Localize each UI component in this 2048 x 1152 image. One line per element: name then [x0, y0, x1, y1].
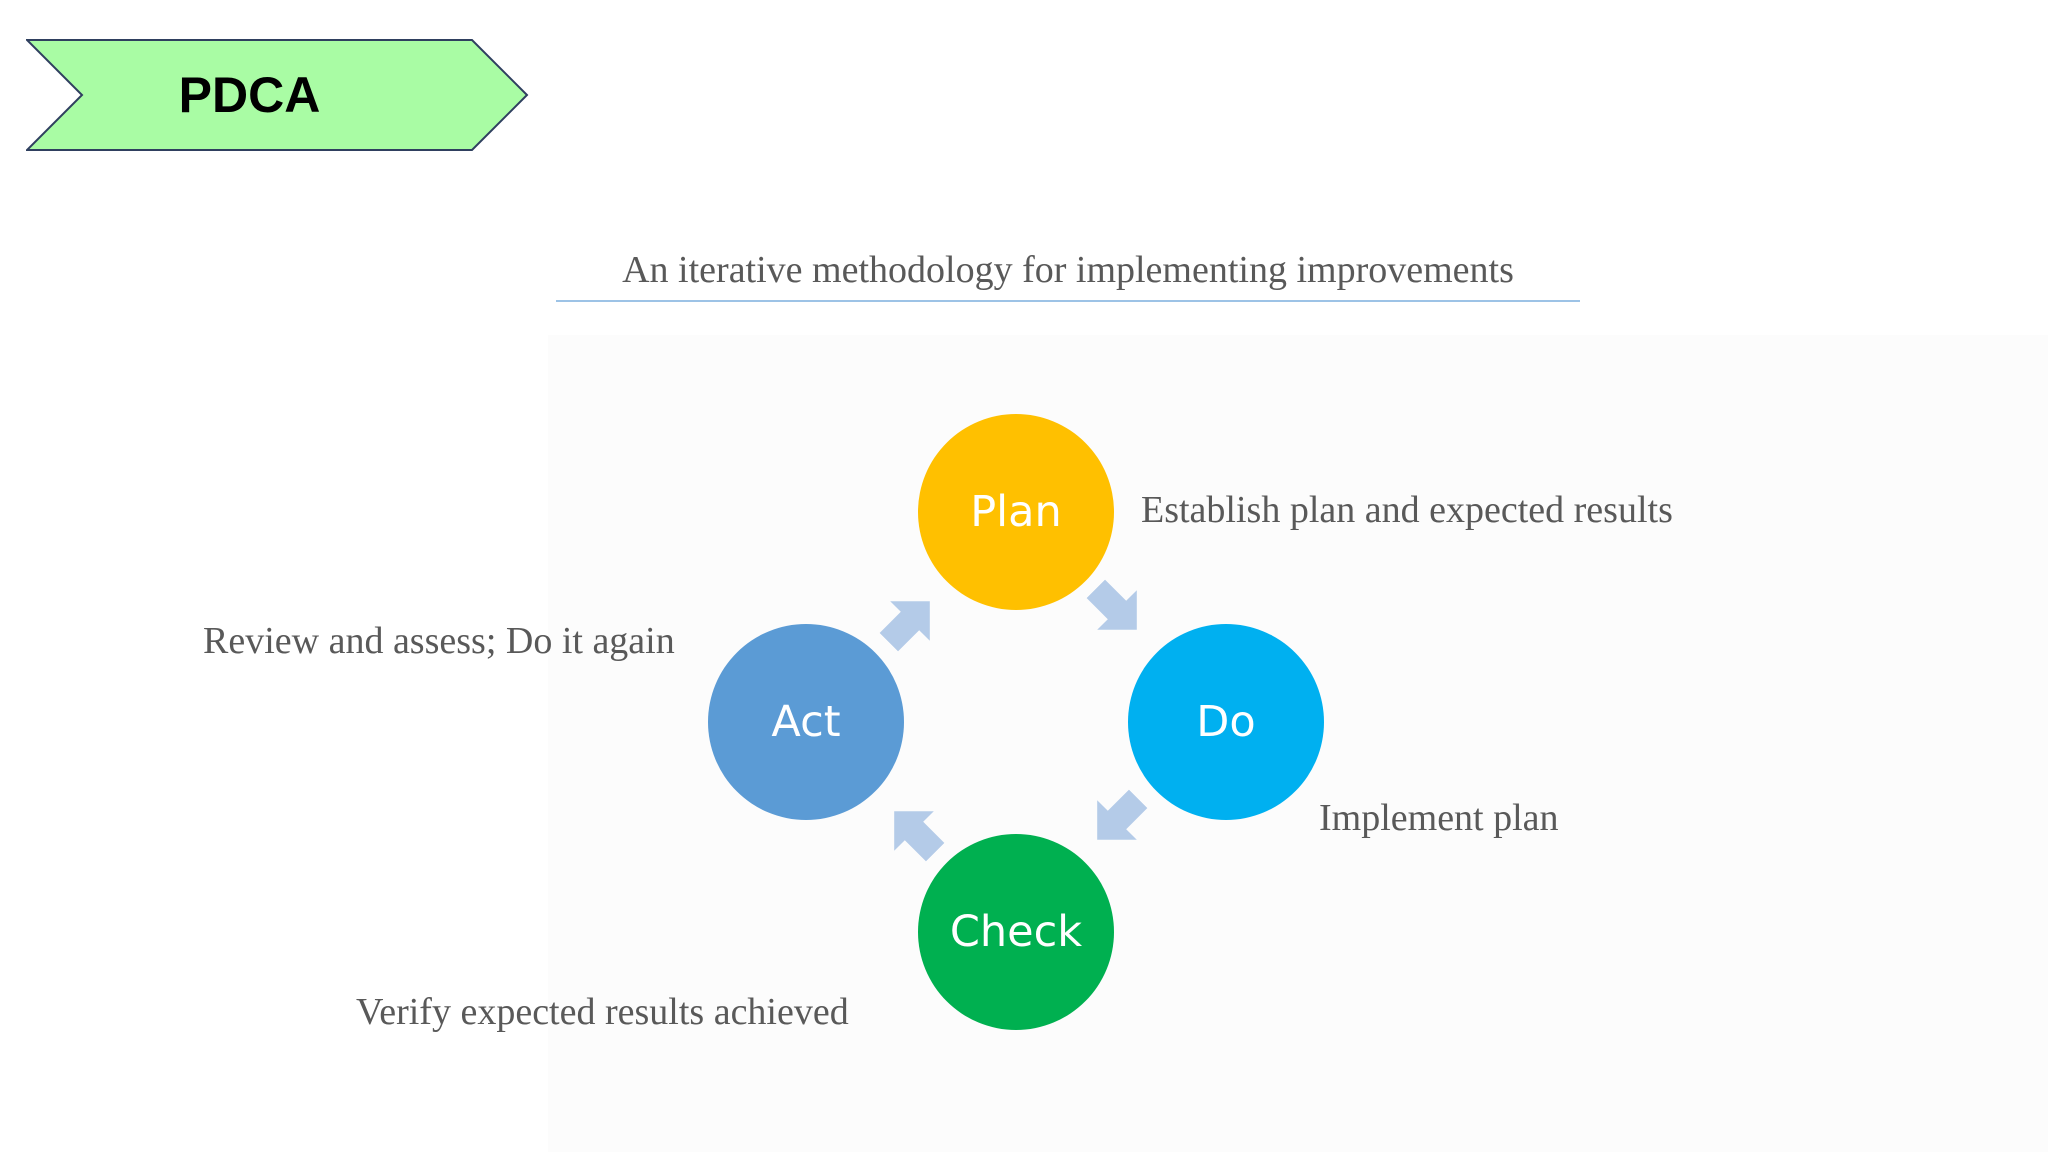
plan-circle: Plan	[918, 414, 1114, 610]
act-circle: Act	[708, 624, 904, 820]
check-description: Verify expected results achieved	[356, 991, 849, 1033]
do-description: Implement plan	[1319, 797, 1559, 839]
page-title: PDCA	[178, 67, 321, 123]
subtitle: An iterative methodology for implementin…	[556, 240, 1580, 302]
act-description: Review and assess; Do it again	[203, 620, 675, 662]
title-banner: PDCA	[26, 39, 529, 152]
arrow-plan-to-do-icon	[1075, 568, 1160, 653]
arrow-check-to-act-icon	[872, 789, 957, 874]
chevron-banner-shape	[26, 39, 529, 151]
arrow-do-to-check-icon	[1075, 778, 1160, 863]
do-circle: Do	[1128, 624, 1324, 820]
arrow-act-to-plan-icon	[868, 579, 953, 664]
check-circle: Check	[918, 834, 1114, 1030]
plan-description: Establish plan and expected results	[1141, 489, 1673, 531]
